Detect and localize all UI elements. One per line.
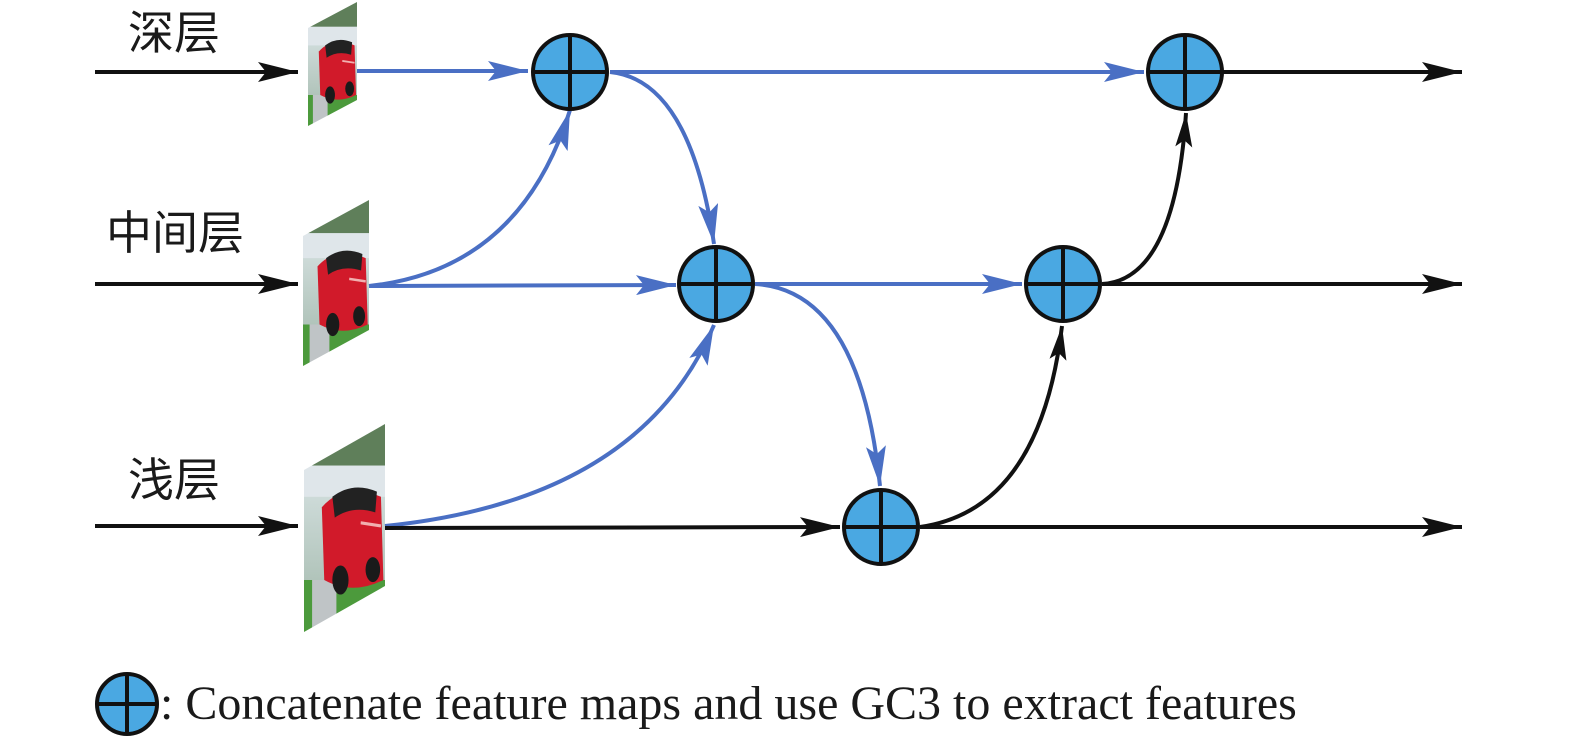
fusion-node-2 — [677, 245, 755, 323]
node2-to-node3 — [754, 282, 886, 487]
fusion-node-5 — [1146, 33, 1224, 111]
shallow-to-node3 — [384, 517, 841, 538]
feature-map-shallow — [304, 422, 385, 634]
legend-text: : Concatenate feature maps and use GC3 t… — [160, 677, 1297, 730]
label-middle-layer: 中间层 — [106, 206, 244, 260]
legend-circle-plus-icon — [95, 672, 159, 736]
feature-map-middle — [303, 198, 369, 368]
middle-to-node2 — [368, 275, 677, 296]
fusion-node-1 — [531, 33, 609, 111]
middle-to-node1 — [368, 109, 572, 288]
node1-to-node2 — [609, 70, 719, 245]
label-shallow-layer: 浅层 — [128, 453, 220, 507]
label-deep-layer: 深层 — [128, 6, 220, 60]
node3-to-node4 — [919, 325, 1067, 529]
node4-to-node5 — [1101, 112, 1193, 286]
shallow-to-node2 — [384, 324, 716, 528]
feature-map-deep — [308, 0, 357, 126]
fusion-node-3 — [842, 488, 920, 566]
fusion-node-4 — [1024, 245, 1102, 323]
